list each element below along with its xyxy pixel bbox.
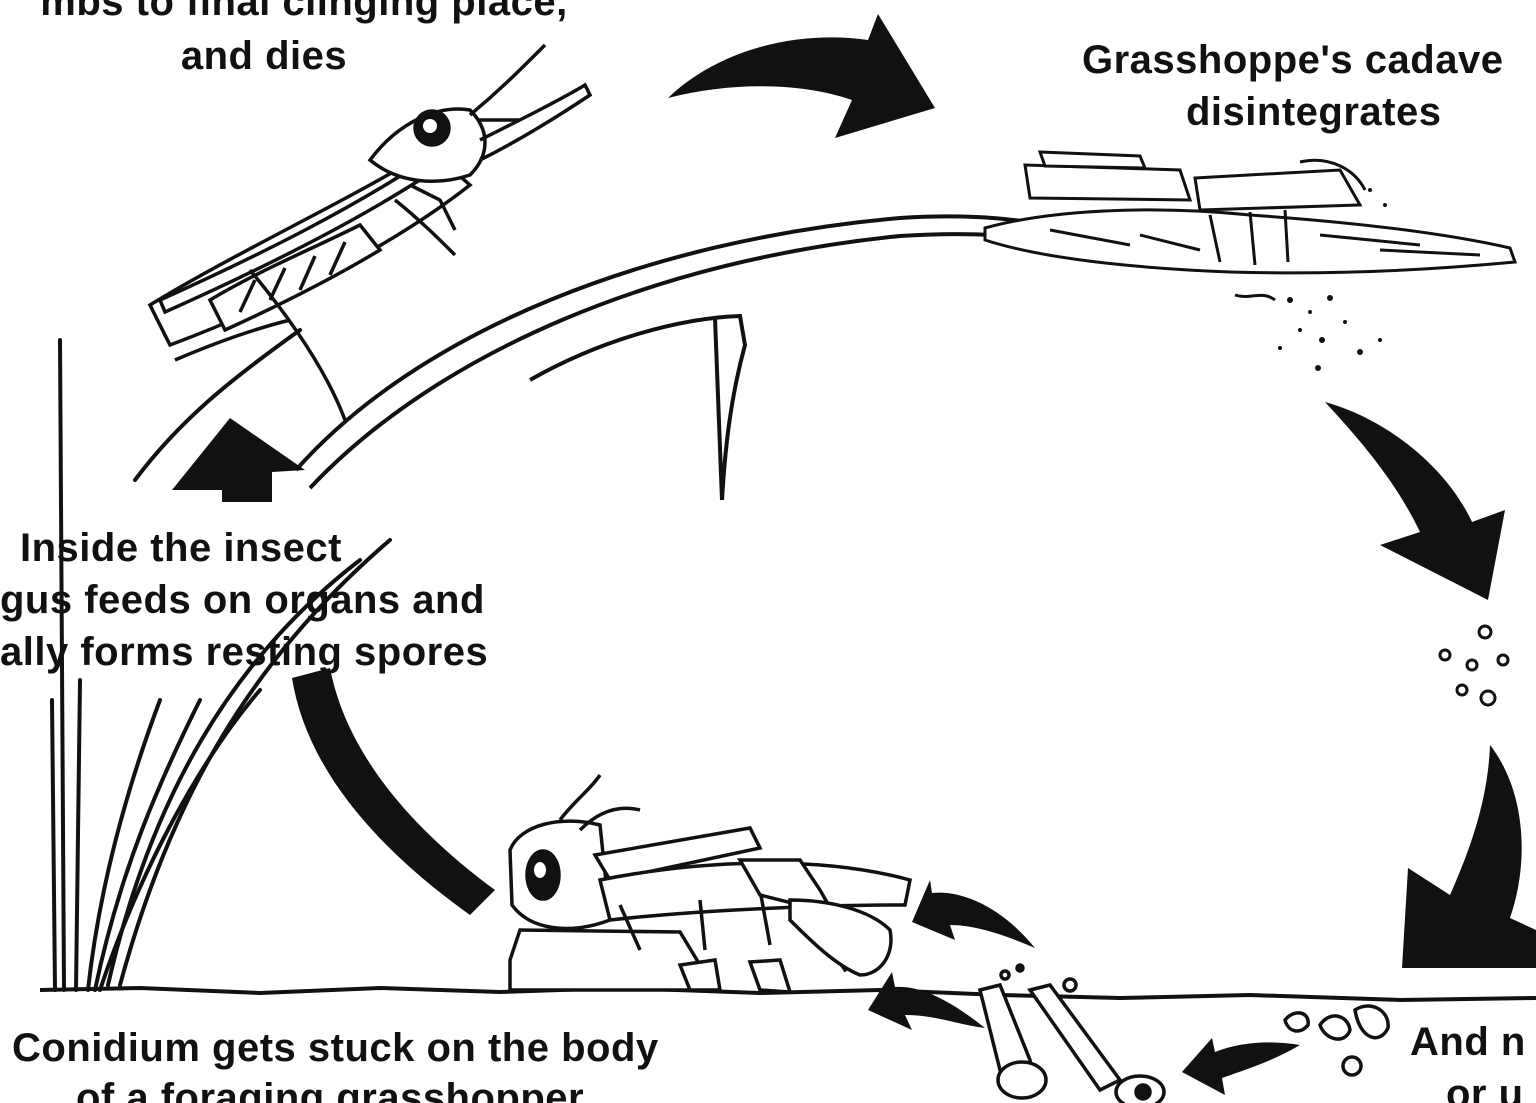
resting-spores [1440,626,1508,705]
arrow-small-to-grasshopper-2 [868,972,985,1030]
label-cadaver-line2: disintegrates [1186,86,1441,138]
label-conidium-line2: of a foraging grasshopper [76,1072,584,1103]
germinating-spores [980,965,1388,1103]
arrow-right-spores-to-ground [1402,745,1536,968]
arrow-top-climb-to-cadaver [668,14,935,138]
arrow-left-curve [292,668,495,915]
disintegrating-fragments [1278,188,1387,371]
label-inside-line1: Inside the insect [20,522,342,574]
label-climbs-line1: mbs to final clinging place, [0,0,614,28]
arrow-right-cadaver-to-spores [1325,402,1505,600]
grasshopper-cadaver [985,152,1515,300]
label-and-line1: And n [1410,1016,1526,1068]
label-inside-line2: gus feeds on organs and [0,574,485,626]
label-conidium-line1: Conidium gets stuck on the body [12,1022,659,1074]
foraging-grasshopper [510,775,910,992]
label-climbs-line2: and dies [0,30,534,82]
arrow-small-from-spores [1182,1038,1300,1095]
label-and-line2: or u [1446,1068,1524,1103]
label-inside-line3: ally forms resting spores [0,626,488,678]
label-cadaver-line1: Grasshoppe's cadave [1082,34,1503,86]
arrow-up-to-climbing-grasshopper [172,418,305,502]
curved-grass-stalk [296,216,1030,500]
arrow-small-to-grasshopper-1 [912,880,1035,948]
climbing-grasshopper [150,45,590,420]
